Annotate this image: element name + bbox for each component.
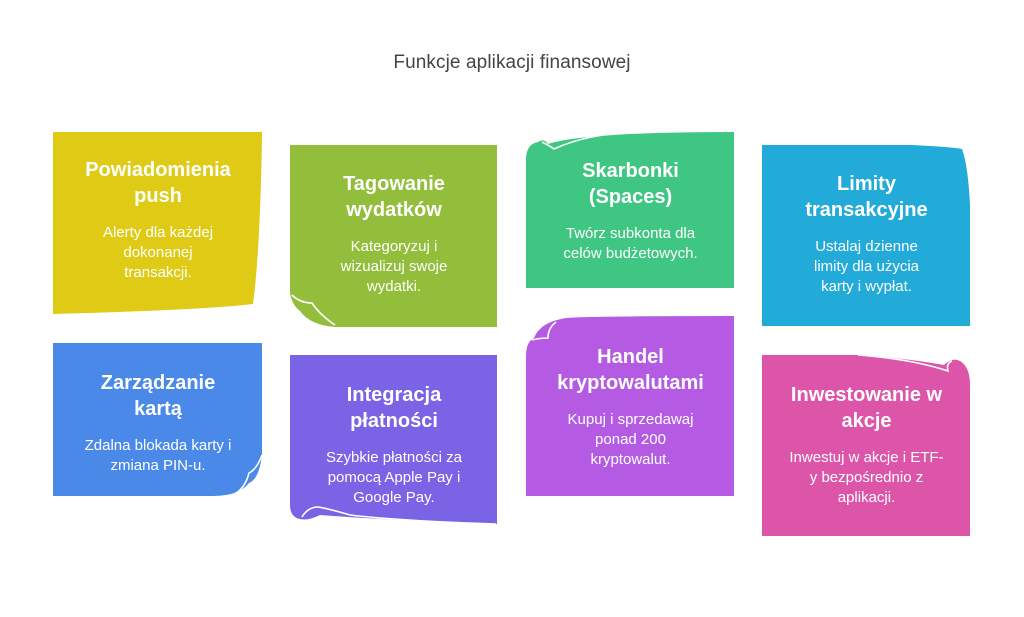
page-title: Funkcje aplikacji finansowej (393, 52, 631, 73)
sticky-note-icon (53, 343, 263, 496)
feature-card-expense-tagging: Tagowanie wydatków Kategoryzuj i wizuali… (290, 145, 498, 327)
card-description: Kupuj i sprzedawaj ponad 200 kryptowalut… (567, 411, 694, 468)
card-title: Zarządzanie kartą (100, 372, 216, 420)
sticky-note-icon (762, 145, 970, 326)
feature-card-push-notifications: Powiadomienia push Alerty dla każdej dok… (53, 132, 263, 315)
sticky-note-icon (526, 131, 734, 288)
card-description: Zdalna blokada karty i zmiana PIN-u. (84, 437, 232, 474)
card-title: Handel kryptowalutami (557, 346, 704, 394)
sticky-note-icon (526, 316, 734, 496)
feature-card-payment-integration: Integracja płatności Szybkie płatności z… (290, 355, 498, 525)
sticky-note-icon (53, 132, 262, 314)
card-description: Ustalaj dzienne limity dla użycia karty … (813, 238, 920, 295)
sticky-note-icon (290, 145, 497, 327)
card-description: Szybkie płatności za pomocą Apple Pay i … (326, 449, 462, 506)
card-description: Inwestuj w akcje i ETF-y bezpośrednio z … (789, 449, 944, 506)
card-title: Integracja płatności (346, 384, 442, 432)
card-title: Tagowanie wydatków (343, 173, 445, 221)
card-title: Inwestowanie w akcje (790, 384, 943, 432)
feature-card-crypto-trading: Handel kryptowalutami Kupuj i sprzedawaj… (526, 316, 735, 497)
card-title: Powiadomienia push (85, 159, 231, 207)
sticky-note-icon (762, 354, 970, 536)
card-description: Alerty dla każdej dokonanej transakcji. (102, 224, 214, 281)
sticky-note-icon (290, 355, 497, 525)
feature-card-stock-investing: Inwestowanie w akcje Inwestuj w akcje i … (762, 354, 971, 537)
card-description: Kategoryzuj i wizualizuj swoje wydatki. (340, 238, 448, 295)
card-description: Twórz subkonta dla celów budżetowych. (563, 225, 698, 262)
feature-card-savings-spaces: Skarbonki (Spaces) Twórz subkonta dla ce… (526, 131, 735, 289)
card-title: Skarbonki (Spaces) (582, 160, 679, 208)
feature-card-transaction-limits: Limity transakcyjne Ustalaj dzienne limi… (762, 145, 971, 327)
feature-card-card-management: Zarządzanie kartą Zdalna blokada karty i… (53, 343, 263, 497)
card-title: Limity transakcyjne (805, 173, 928, 221)
